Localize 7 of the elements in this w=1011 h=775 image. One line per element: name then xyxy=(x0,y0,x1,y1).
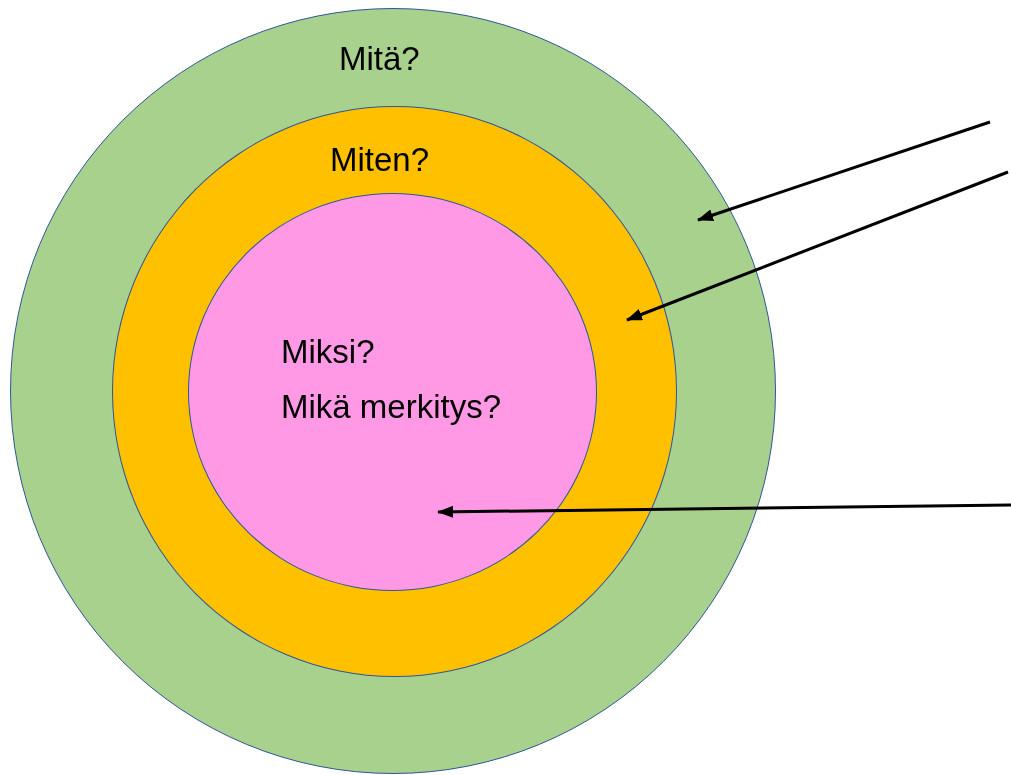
ring-label: Mitä? xyxy=(339,39,420,79)
question-text: Mikä merkitys? xyxy=(281,387,502,427)
ring-label: Miten? xyxy=(330,140,430,180)
arrow xyxy=(626,170,1009,322)
arrow xyxy=(697,120,991,222)
arrow xyxy=(437,503,1011,518)
question-text: Miksi? xyxy=(281,332,375,372)
